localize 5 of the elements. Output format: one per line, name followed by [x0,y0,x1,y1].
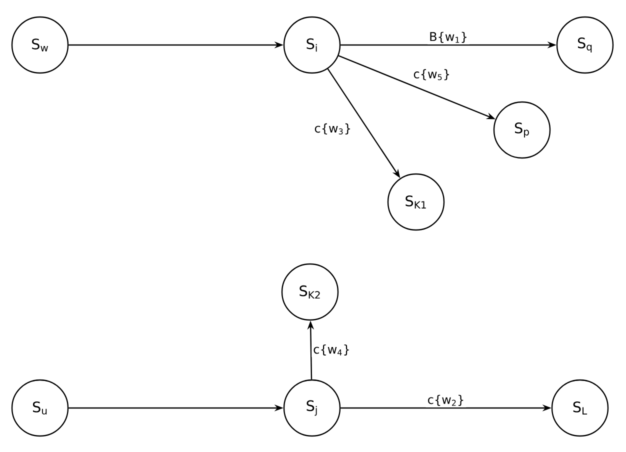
edge-label: c{w$_{4}$} [312,342,352,358]
edge-label: c{w$_{2}$} [426,393,466,408]
edge-label: B{w$_{1}$} [428,30,470,44]
edge-label: c{w$_{3}$} [312,122,354,136]
edge-label: c{w$_{5}$} [412,68,452,82]
